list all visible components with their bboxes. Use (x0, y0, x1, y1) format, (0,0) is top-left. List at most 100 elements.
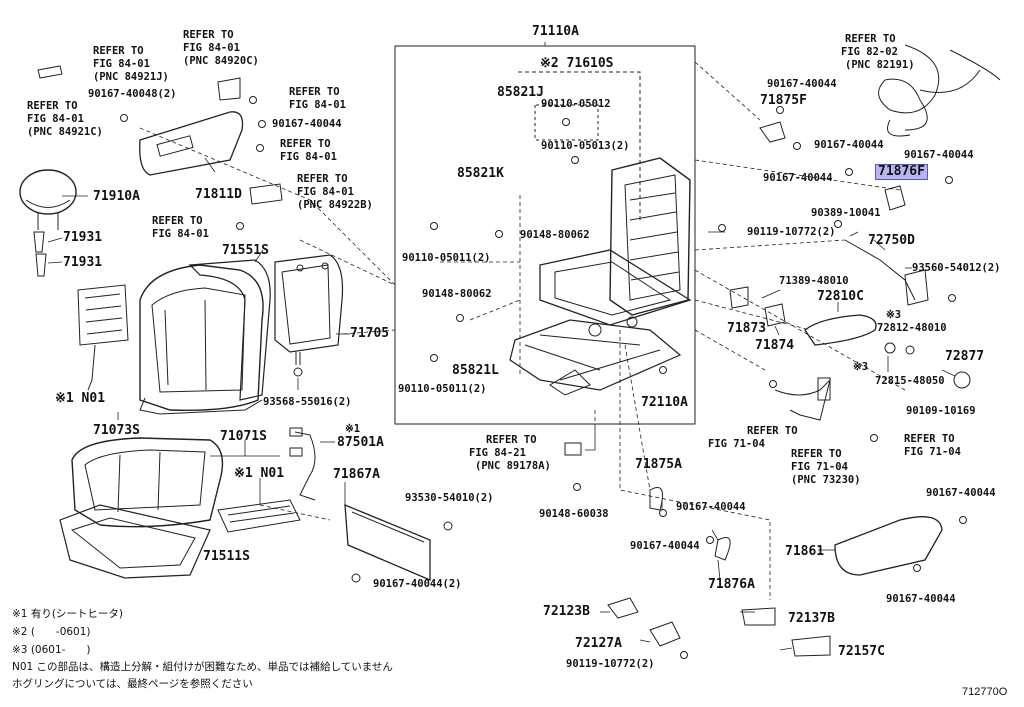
headrest (19, 169, 77, 230)
label-fig: FIG 84-21 (469, 447, 526, 459)
part-number: 72812-48010 (877, 322, 947, 334)
part-number: 90119-10772(2) (566, 658, 655, 670)
seat-frame-assembly (509, 157, 692, 396)
label-refer: REFER TO (152, 215, 203, 227)
footnote: N01 この部品は、構造上分解・組付けが困難なため、単品では補給していません (12, 661, 393, 673)
label-refer: REFER TO (183, 29, 234, 41)
part-number: ※3 (853, 361, 869, 373)
heater-mat-cushion (217, 499, 301, 533)
knob-72877 (953, 371, 971, 389)
label-refer: REFER TO (747, 425, 798, 437)
seatback-pad (188, 259, 271, 401)
part-number: 72137B (788, 611, 835, 626)
label-refer: REFER TO (904, 433, 955, 445)
label-pnc: (PNC 82191) (845, 59, 915, 71)
part-number: 90389-10041 (811, 207, 881, 219)
part-number: 71931 (63, 255, 103, 270)
bracket-84920c (217, 77, 241, 101)
part-72127a (649, 621, 681, 647)
label-fig: FIG 71-04 (708, 438, 765, 450)
part-number: ※1 (345, 423, 361, 435)
part-number: 93568-55016(2) (263, 396, 352, 408)
part-number: 90110-05013(2) (541, 140, 630, 152)
heater-harness (294, 431, 316, 501)
footnote: ホグリングについては、最終ページを参照ください (12, 678, 253, 690)
label-pnc: (PNC 84920C) (183, 55, 259, 67)
part-number: 90148-80062 (422, 288, 492, 300)
label-pnc: (PNC 84922B) (297, 199, 373, 211)
bracket-subbox (534, 104, 599, 141)
wire-harness-82191 (878, 44, 1001, 137)
part-number: 72123B (543, 604, 590, 619)
label-pnc: (PNC 89178A) (475, 460, 551, 472)
dashed-leaders (139, 61, 906, 600)
label-pnc: (PNC 84921C) (27, 126, 103, 138)
footnote: ※2 ( -0601) (12, 626, 91, 638)
guide-71931-a (33, 231, 45, 253)
part-number: 71867A (333, 467, 380, 482)
clip-71875f (759, 121, 786, 143)
part-number: 72127A (575, 636, 622, 651)
connector-89178a (564, 442, 582, 456)
part-number: ※1 N01 (55, 391, 106, 406)
cover-71876a (714, 537, 731, 561)
part-number: ※3 (886, 309, 902, 321)
label-refer: REFER TO (280, 138, 331, 150)
lever-bracket (904, 269, 929, 306)
heater-mat-back (77, 284, 129, 391)
part-72157c (791, 635, 831, 657)
part-number: 90119-10772(2) (747, 226, 836, 238)
part-number: ※2 71610S (540, 56, 614, 71)
label-refer: REFER TO (93, 45, 144, 57)
part-number: 90167-40044 (630, 540, 700, 552)
part-number: 72110A (641, 395, 688, 410)
label-fig: FIG 71-04 (791, 461, 848, 473)
part-number: 90110-05011(2) (398, 383, 487, 395)
part-number: 90167-40048(2) (88, 88, 177, 100)
label-refer: REFER TO (791, 448, 842, 460)
part-number: 71875F (760, 93, 807, 108)
part-number: 85821L (452, 363, 499, 378)
leader-lines (47, 42, 956, 651)
label-refer: REFER TO (486, 434, 537, 446)
part-number: 72157C (838, 644, 885, 659)
part-number: 71705 (350, 326, 390, 341)
label-fig: FIG 84-01 (280, 151, 337, 163)
part-number: 90148-80062 (520, 229, 590, 241)
seatback-board (274, 254, 344, 365)
part-number: 90110-05012 (541, 98, 611, 110)
label-fig: FIG 84-01 (289, 99, 346, 111)
part-number: 90148-60038 (539, 508, 609, 520)
part-number: 71876A (708, 577, 755, 592)
switch-84921j (37, 65, 63, 79)
part-number: 85821J (497, 85, 544, 100)
spring-72812 (905, 345, 915, 355)
part-number: 71861 (785, 544, 825, 559)
nut-93568 (293, 367, 303, 377)
seatback-cover (139, 264, 264, 415)
part-number: 72750D (868, 233, 915, 248)
part-number: 90167-40044 (272, 118, 342, 130)
part-number: 72815-48050 (875, 375, 945, 387)
bush-72815 (884, 342, 896, 354)
part-number: 71931 (63, 230, 103, 245)
part-number: 71073S (93, 423, 140, 438)
label-fig: FIG 82-02 (841, 46, 898, 58)
label-refer: REFER TO (27, 100, 78, 112)
part-number: 71873 (727, 321, 767, 336)
part-72137b (741, 607, 776, 626)
label-fig: FIG 84-01 (297, 186, 354, 198)
part-number-highlighted[interactable]: 71876F (875, 164, 928, 180)
part-number: 90167-40044 (767, 78, 837, 90)
part-number: 93560-54012(2) (912, 262, 1001, 274)
part-number: 71389-48010 (779, 275, 849, 287)
part-number: 87501A (337, 435, 384, 450)
cushion-cover (71, 437, 224, 528)
label-refer: REFER TO (845, 33, 896, 45)
part-number: 72877 (945, 349, 985, 364)
side-shield-71861 (834, 516, 943, 576)
label-pnc: (PNC 73230) (791, 474, 861, 486)
guide-71931-b (35, 253, 47, 277)
part-number: 71874 (755, 338, 795, 353)
